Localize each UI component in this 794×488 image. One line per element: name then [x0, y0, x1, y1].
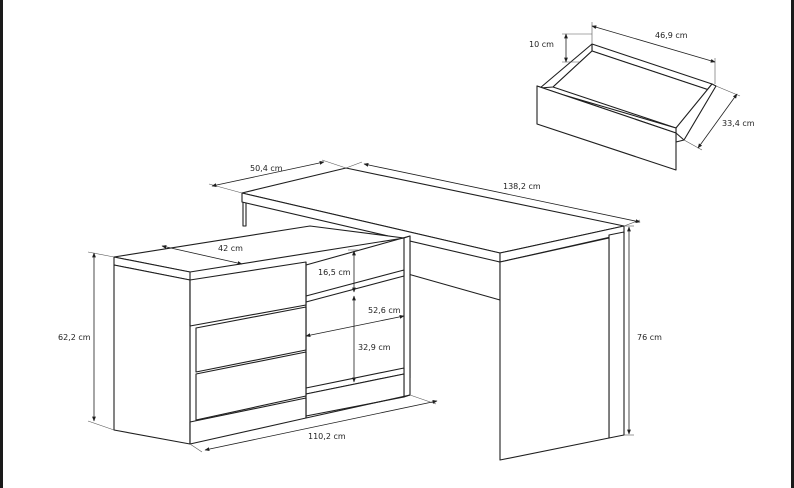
right-frame-edge: [791, 0, 794, 488]
desk-depth-label: 50,4 cm: [250, 164, 283, 173]
drawer-height-dimension: 10 cm: [529, 33, 592, 63]
drawer-width-label: 46,9 cm: [655, 31, 688, 40]
drawer-drawing: [536, 43, 717, 171]
desk-right-leg-side: [608, 231, 625, 439]
drawer-width-dimension: 46,9 cm: [591, 22, 716, 84]
cabinet-length-label: 110,2 cm: [308, 432, 346, 441]
desk-length-label: 138,2 cm: [503, 182, 541, 191]
cabinet-depth-label: 42 cm: [218, 244, 243, 253]
shelf-unit-right-side: [403, 235, 411, 398]
desk-right-leg-front: [499, 237, 610, 461]
cabinet-height-dimension: 62,2 cm: [58, 251, 115, 431]
cabinet-length-dimension: 110,2 cm: [189, 394, 438, 453]
cabinet-height-label: 62,2 cm: [58, 333, 91, 342]
desk-rear-leg: [242, 199, 247, 227]
desk-height-dimension: 76 cm: [624, 225, 662, 436]
drawer-front-panel: [536, 85, 677, 171]
lower-shelf-gap-dimension: 32,9 cm: [352, 295, 391, 383]
lower-shelf-gap-label: 32,9 cm: [358, 343, 391, 352]
desk-length-dimension: 138,2 cm: [345, 161, 641, 227]
cabinet-depth-dimension: 42 cm: [161, 244, 243, 265]
left-frame-edge: [0, 0, 3, 488]
drawer-depth-dimension: 33,4 cm: [683, 85, 755, 151]
drawer-corner-line: [675, 132, 685, 141]
shelf-gap-dimension: 16,5 cm: [318, 249, 358, 293]
shelf-width-label: 52,6 cm: [368, 306, 401, 315]
shelf-gap-label: 16,5 cm: [318, 268, 351, 277]
desk-height-label: 76 cm: [637, 333, 662, 342]
drawer-height-label: 10 cm: [529, 40, 554, 49]
cabinet-left-side: [113, 264, 191, 445]
desk-depth-dimension: 50,4 cm: [208, 159, 347, 194]
drawer-depth-label: 33,4 cm: [722, 119, 755, 128]
